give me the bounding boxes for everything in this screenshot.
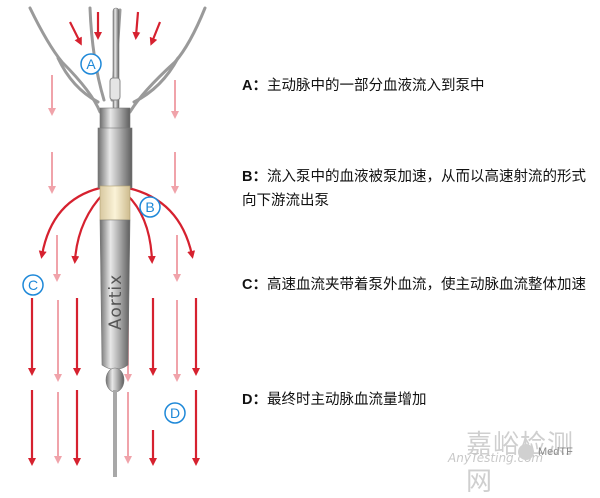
description-a-text: 主动脉中的一部分血液流入到泵中 (266, 78, 485, 94)
description-c-text: 高速血流夹带着泵外血流，使主动脉血流整体加速 (266, 277, 586, 293)
description-d: D：最终时主动脉血流量增加 (242, 388, 582, 412)
svg-text:C: C (28, 277, 38, 293)
description-b: B：流入泵中的血液被泵加速，从而以高速射流的形式向下游流出泵 (242, 165, 592, 213)
label-a: A (80, 53, 102, 75)
label-c: C (22, 274, 44, 296)
description-a: A：主动脉中的一部分血液流入到泵中 (242, 74, 582, 98)
description-b-text: 流入泵中的血液被泵加速，从而以高速射流的形式向下游流出泵 (242, 169, 586, 209)
pump-inlet-collar (99, 107, 131, 131)
description-c-key: C： (242, 277, 267, 293)
background-flow-arrows (48, 75, 181, 464)
pump-outlet-window (99, 185, 131, 221)
pump-tip (105, 367, 125, 393)
pump-flow-diagram: Aortix A B C D (22, 6, 207, 477)
cage-slot (109, 77, 121, 101)
device-brand-text: Aortix (106, 274, 126, 330)
description-d-key: D： (242, 392, 267, 408)
description-d-text: 最终时主动脉血流量增加 (266, 392, 427, 408)
wechat-icon (518, 444, 534, 460)
primary-flow-arrows (28, 11, 200, 466)
svg-text:B: B (145, 199, 154, 215)
label-b: B (139, 196, 161, 218)
description-c: C：高速血流夹带着泵外血流，使主动脉血流整体加速 (242, 273, 592, 297)
label-d: D (164, 402, 186, 424)
svg-text:A: A (86, 56, 96, 72)
catheter-shaft (113, 390, 117, 477)
svg-text:D: D (170, 405, 180, 421)
pump-upper-housing (97, 127, 133, 189)
description-b-key: B： (242, 169, 267, 185)
description-a-key: A： (242, 78, 267, 94)
watermark-account: MedTF (538, 446, 573, 458)
